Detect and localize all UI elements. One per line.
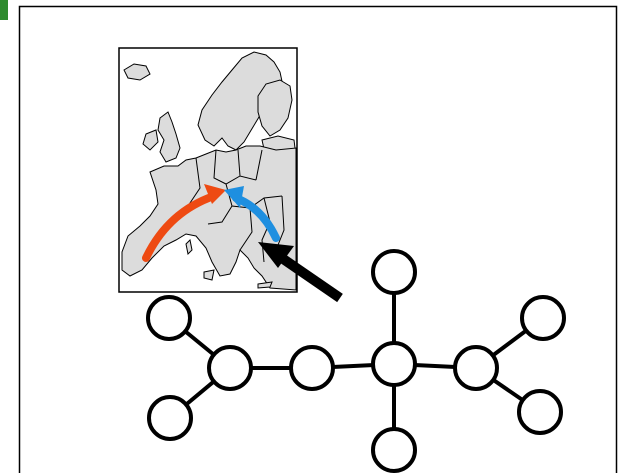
migration-arrows — [142, 184, 280, 262]
map-sicily — [203, 269, 215, 281]
map-britain — [157, 111, 181, 163]
map-iceland — [123, 63, 151, 81]
pointer-arrow — [258, 242, 343, 303]
map-corsica — [185, 238, 193, 256]
migration-arrow-west — [142, 192, 218, 262]
map-ireland — [142, 129, 159, 151]
migration-arrow-east-head — [224, 186, 244, 208]
node-top — [371, 249, 417, 295]
node-left-lower — [147, 395, 193, 441]
node-left-upper — [146, 295, 192, 341]
node-right-upper — [520, 295, 566, 341]
node-left-hub — [207, 345, 253, 391]
outer-frame — [18, 5, 618, 473]
map-continent — [121, 145, 297, 291]
map-finland — [257, 79, 293, 137]
graph-nodes — [146, 249, 566, 473]
node-right-lower — [517, 389, 563, 435]
map-crete — [257, 281, 273, 289]
corner-marker — [0, 0, 8, 20]
node-mid — [289, 345, 335, 391]
node-center — [371, 341, 417, 387]
europe-map — [118, 47, 298, 293]
migration-arrow-west-head — [204, 184, 226, 204]
node-bottom — [371, 427, 417, 473]
node-right-hub — [453, 345, 499, 391]
